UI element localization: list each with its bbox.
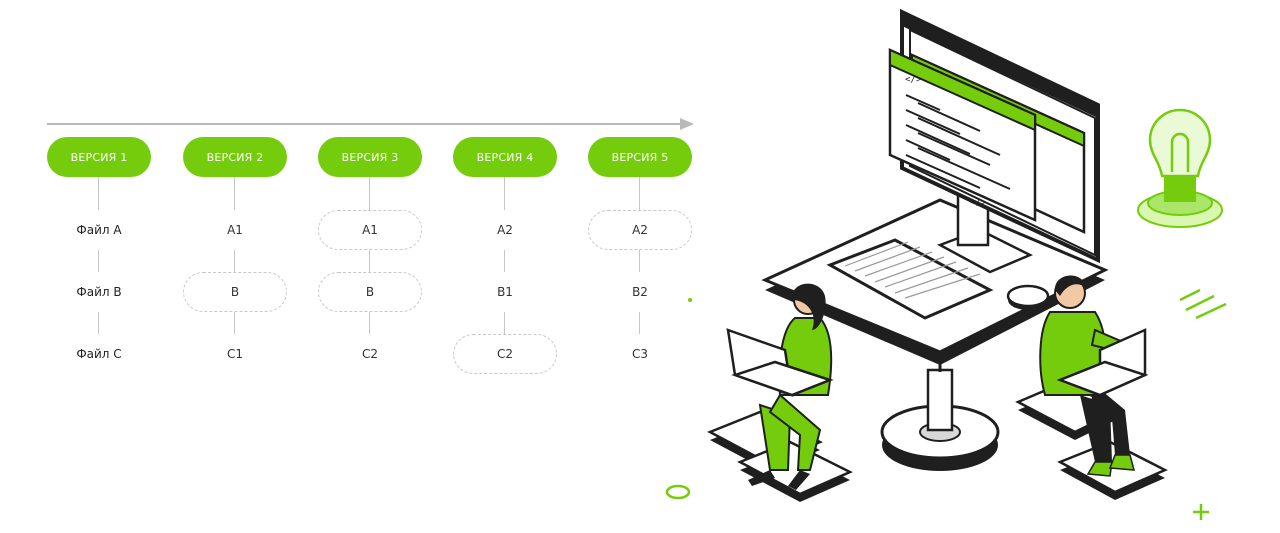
version-pill-3: ВЕРСИЯ 3 <box>318 137 422 177</box>
cell-v4-c: C2 <box>453 334 557 374</box>
laptop-icon-right <box>1056 328 1149 397</box>
code-open-tag: </> <box>905 75 922 85</box>
lightbulb-icon <box>1137 108 1223 228</box>
connector <box>639 177 640 210</box>
connector <box>639 250 640 272</box>
connector <box>639 312 640 334</box>
table-stand <box>926 368 954 432</box>
version-diagram: ВЕРСИЯ 1 Файл A Файл B Файл C ВЕРСИЯ 2 A… <box>47 0 694 533</box>
cell-v3-b: B <box>318 272 422 312</box>
team-workspace-illustration: </> </> <box>665 8 1227 520</box>
person-man <box>1039 275 1135 477</box>
timeline-arrow-head <box>680 118 694 130</box>
version-column-3: ВЕРСИЯ 3 A1 B C2 <box>318 0 422 533</box>
connector <box>369 312 370 334</box>
connector <box>234 312 235 334</box>
plus-icon <box>1193 504 1209 520</box>
connector <box>98 312 99 334</box>
keyboard-icon <box>826 238 994 320</box>
connector <box>98 250 99 272</box>
cell-v5-b: B2 <box>632 285 648 299</box>
connector <box>369 177 370 210</box>
mouse-icon <box>1006 284 1050 310</box>
code-window-front: </> </> <box>888 48 1037 222</box>
version-column-2: ВЕРСИЯ 2 A1 B C1 <box>183 0 287 533</box>
connector <box>234 177 235 210</box>
version-pill-1: ВЕРСИЯ 1 <box>47 137 151 177</box>
laptop-icon <box>726 328 834 397</box>
timeline-arrow <box>47 123 685 125</box>
connector <box>234 250 235 272</box>
cell-v3-a: A1 <box>318 210 422 250</box>
row-label-a: Файл A <box>76 223 122 237</box>
cell-v2-c: C1 <box>226 347 243 361</box>
decor-dashes <box>1179 288 1227 320</box>
version-column-5: ВЕРСИЯ 5 A2 B2 C3 <box>588 0 692 533</box>
connector <box>98 177 99 210</box>
version-pill-5: ВЕРСИЯ 5 <box>588 137 692 177</box>
version-pill-2: ВЕРСИЯ 2 <box>183 137 287 177</box>
cell-v5-c: C3 <box>631 347 648 361</box>
cell-v5-a: A2 <box>588 210 692 250</box>
connector <box>369 250 370 272</box>
version-column-4: ВЕРСИЯ 4 A2 B1 C2 <box>453 0 557 533</box>
code-close-tag: </> <box>970 198 987 208</box>
version-column-1: ВЕРСИЯ 1 Файл A Файл B Файл C <box>47 0 151 533</box>
cell-v4-b: B1 <box>497 285 513 299</box>
cell-v4-a: A2 <box>497 223 513 237</box>
connector <box>504 312 505 334</box>
row-label-b: Файл B <box>76 285 122 299</box>
version-pill-4: ВЕРСИЯ 4 <box>453 137 557 177</box>
connector <box>504 177 505 210</box>
cell-v3-c: C2 <box>361 347 378 361</box>
cell-v2-b: B <box>183 272 287 312</box>
decor-dot <box>688 298 692 302</box>
decor-ring <box>665 484 691 500</box>
row-label-c: Файл C <box>76 347 122 361</box>
cell-v2-a: A1 <box>227 223 243 237</box>
connector <box>504 250 505 272</box>
